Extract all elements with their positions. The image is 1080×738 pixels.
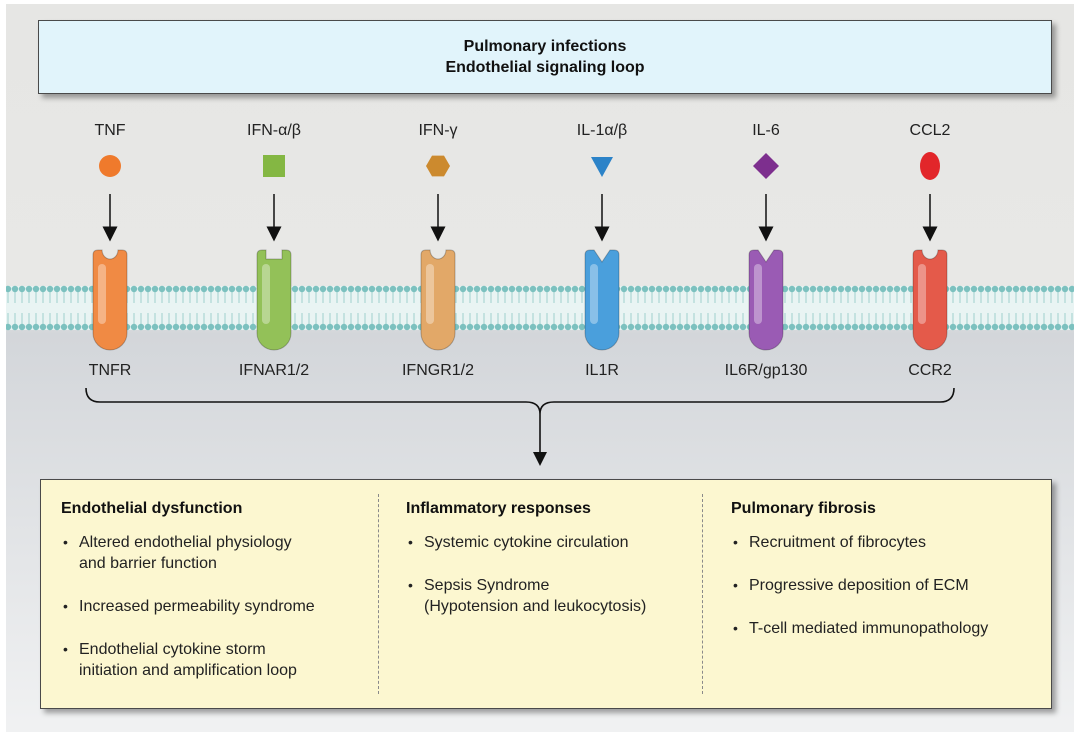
ligand-circle-icon bbox=[99, 155, 121, 177]
ligand-ellipse-icon bbox=[920, 152, 940, 180]
receptor-label-tnfr: TNFR bbox=[88, 362, 132, 379]
receptor-label-il6r: IL6R/gp130 bbox=[724, 362, 808, 379]
ligand-label-il1: IL-1α/β bbox=[576, 122, 628, 139]
list-item: •Recruitment of fibrocytes bbox=[733, 534, 926, 551]
list-item: •Increased permeability syndrome bbox=[63, 598, 315, 615]
receptor-label-ccr2: CCR2 bbox=[908, 362, 952, 379]
receptor-icon bbox=[420, 249, 456, 351]
ligand-label-tnf: TNF bbox=[94, 122, 126, 139]
receptor-icon bbox=[748, 249, 784, 351]
signaling-diagram bbox=[6, 152, 1074, 466]
column-divider bbox=[378, 494, 379, 694]
column-title: Endothelial dysfunction bbox=[61, 500, 243, 517]
convergence-brace bbox=[85, 387, 955, 466]
ligand-arrows bbox=[102, 194, 938, 242]
title-box: Pulmonary infections Endothelial signali… bbox=[38, 20, 1052, 94]
list-item: •Progressive deposition of ECM bbox=[733, 577, 969, 594]
receptor-label-ifnar: IFNAR1/2 bbox=[238, 362, 310, 379]
ligand-label-ifn-ab: IFN-α/β bbox=[247, 122, 301, 139]
effects-column-fibrosis: Pulmonary fibrosis •Recruitment of fibro… bbox=[731, 500, 1041, 661]
column-title: Inflammatory responses bbox=[406, 500, 591, 517]
list-item: •T-cell mediated immunopathology bbox=[733, 620, 989, 637]
ligand-label-ccl2: CCL2 bbox=[909, 122, 951, 139]
diagram-canvas: Pulmonary infections Endothelial signali… bbox=[6, 4, 1074, 732]
ligand-diamond-icon bbox=[753, 153, 779, 179]
list-item: •Systemic cytokine circulation bbox=[408, 534, 629, 551]
receptor-label-ifngr: IFNGR1/2 bbox=[401, 362, 474, 379]
receptor-icon bbox=[256, 249, 292, 351]
receptor-icon bbox=[912, 249, 948, 351]
receptor-label-il1r: IL1R bbox=[585, 362, 619, 379]
ligand-square-icon bbox=[263, 155, 285, 177]
ligand-triangle-icon bbox=[591, 157, 613, 177]
ligand-label-ifn-g: IFN-γ bbox=[418, 122, 458, 139]
title-line-1: Pulmonary infections bbox=[463, 38, 627, 55]
ligand-label-il6: IL-6 bbox=[752, 122, 780, 139]
ligand-shapes bbox=[99, 152, 940, 180]
effects-box: Endothelial dysfunction •Altered endothe… bbox=[40, 479, 1052, 709]
column-divider bbox=[702, 494, 703, 694]
effects-column-inflammatory: Inflammatory responses •Systemic cytokin… bbox=[406, 500, 706, 639]
effects-column-endothelial: Endothelial dysfunction •Altered endothe… bbox=[61, 500, 381, 703]
title-line-2: Endothelial signaling loop bbox=[445, 59, 645, 76]
list-item: •Sepsis Syndrome(Hypotension and leukocy… bbox=[408, 577, 647, 615]
column-title: Pulmonary fibrosis bbox=[731, 500, 876, 517]
receptor-icon bbox=[92, 249, 128, 351]
receptor-icon bbox=[584, 249, 620, 351]
ligand-hexagon-icon bbox=[426, 155, 450, 177]
receptor-shapes bbox=[92, 249, 948, 351]
